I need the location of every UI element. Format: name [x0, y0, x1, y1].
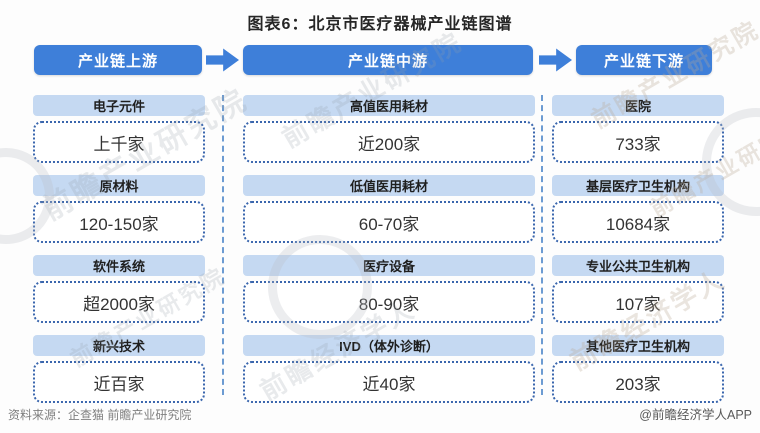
category-box: 新兴技术	[33, 335, 205, 356]
column-divider	[541, 95, 543, 395]
category-box: 原材料	[33, 175, 205, 196]
value-box: 120-150家	[33, 201, 205, 243]
column-midstream: 高值医用耗材 近200家 低值医用耗材 60-70家 医疗设备 80-90家 I…	[243, 95, 535, 403]
value-box: 733家	[552, 121, 724, 163]
credit-note: @前瞻经济学人APP	[639, 408, 752, 422]
category-box: 其他医疗卫生机构	[552, 335, 724, 356]
category-box: 专业公共卫生机构	[552, 255, 724, 276]
chain-group: 低值医用耗材 60-70家	[243, 175, 535, 243]
category-box: 电子元件	[33, 95, 205, 116]
page-title: 图表6：北京市医疗器械产业链图谱	[247, 16, 513, 33]
value-box: 107家	[552, 281, 724, 323]
header-midstream: 产业链中游	[243, 45, 533, 75]
category-box: 低值医用耗材	[243, 175, 535, 196]
value-box: 80-90家	[243, 281, 535, 323]
value-box: 203家	[552, 361, 724, 403]
value-box: 近百家	[33, 361, 205, 403]
header-upstream: 产业链上游	[34, 45, 202, 75]
source-note: 资料来源：企查猫 前瞻产业研究院	[8, 408, 192, 422]
chain-group: 高值医用耗材 近200家	[243, 95, 535, 163]
chain-group: 医疗设备 80-90家	[243, 255, 535, 323]
value-box: 上千家	[33, 121, 205, 163]
category-box: 医院	[552, 95, 724, 116]
column-downstream: 医院 733家 基层医疗卫生机构 10684家 专业公共卫生机构 107家 其他…	[552, 95, 724, 403]
chain-group: 其他医疗卫生机构 203家	[552, 335, 724, 403]
chain-group: 基层医疗卫生机构 10684家	[552, 175, 724, 243]
chain-group: 原材料 120-150家	[33, 175, 205, 243]
column-divider	[222, 95, 224, 395]
arrow-right-icon	[206, 48, 239, 72]
column-upstream: 电子元件 上千家 原材料 120-150家 软件系统 超2000家 新兴技术 近…	[33, 95, 205, 403]
arrow-right-icon	[539, 48, 572, 72]
category-box: 基层医疗卫生机构	[552, 175, 724, 196]
category-box: IVD（体外诊断）	[243, 335, 535, 356]
chain-group: 专业公共卫生机构 107家	[552, 255, 724, 323]
value-box: 近40家	[243, 361, 535, 403]
value-box: 10684家	[552, 201, 724, 243]
category-box: 高值医用耗材	[243, 95, 535, 116]
value-box: 60-70家	[243, 201, 535, 243]
chain-group: 新兴技术 近百家	[33, 335, 205, 403]
chain-group: 医院 733家	[552, 95, 724, 163]
category-box: 软件系统	[33, 255, 205, 276]
category-box: 医疗设备	[243, 255, 535, 276]
value-box: 近200家	[243, 121, 535, 163]
chain-group: 电子元件 上千家	[33, 95, 205, 163]
value-box: 超2000家	[33, 281, 205, 323]
chain-group: IVD（体外诊断） 近40家	[243, 335, 535, 403]
header-downstream: 产业链下游	[576, 45, 712, 75]
chain-group: 软件系统 超2000家	[33, 255, 205, 323]
